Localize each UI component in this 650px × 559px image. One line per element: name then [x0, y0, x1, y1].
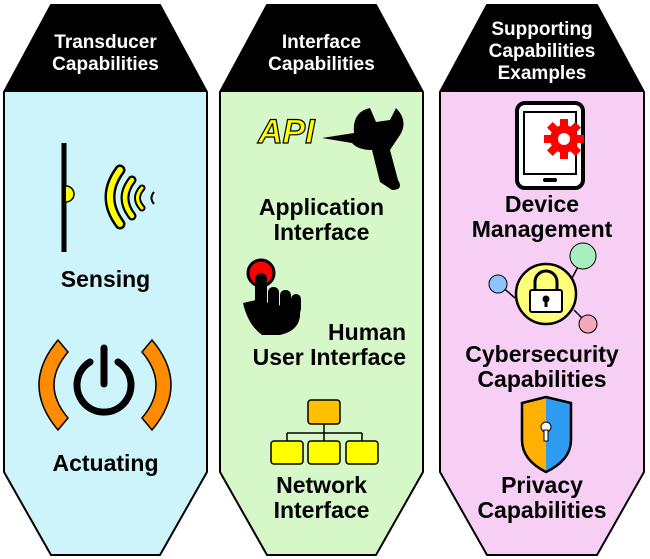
header-line: Capabilities	[268, 54, 375, 75]
device-management-label: Device Management	[440, 192, 644, 242]
shield-keyhole-icon	[520, 395, 573, 474]
privacy-label: Privacy Capabilities	[440, 473, 644, 523]
header-line: Capabilities	[52, 54, 159, 75]
api-wrench-icon: API	[256, 108, 404, 190]
label-line: Interface	[273, 497, 370, 523]
label-line: Sensing	[60, 266, 151, 292]
label-line: Actuating	[52, 450, 159, 476]
power-actuator-icon	[38, 338, 172, 432]
header-line: Examples	[497, 63, 587, 84]
supporting-header: Supporting Capabilities Examples	[440, 19, 644, 85]
api-text: API	[257, 113, 316, 151]
padlock-network-icon	[488, 242, 598, 334]
label-line: Management	[471, 216, 613, 242]
header-line: Interface	[281, 32, 362, 53]
human-user-interface-label: Human User Interface	[220, 320, 406, 370]
hand-button-icon	[243, 258, 301, 335]
label-line: Application	[258, 194, 385, 220]
label-line: Network	[276, 472, 367, 498]
label-line: Privacy	[501, 472, 583, 498]
label-line: Cybersecurity	[465, 341, 619, 367]
label-line: Capabilities	[477, 497, 607, 523]
label-line: Interface	[273, 219, 370, 245]
label-line: Device	[504, 191, 580, 217]
supporting-header-bg	[440, 5, 644, 92]
transducer-header-bg	[4, 5, 207, 92]
network-tree-icon	[270, 399, 379, 465]
sensing-label: Sensing	[4, 267, 207, 292]
transducer-header: Transducer Capabilities	[4, 32, 207, 76]
label-line: User Interface	[252, 344, 406, 370]
header-line: Supporting	[491, 19, 593, 40]
interface-header-bg	[220, 5, 423, 92]
label-line: Human	[328, 319, 406, 345]
label-line: Capabilities	[477, 366, 607, 392]
application-interface-label: Application Interface	[220, 195, 423, 245]
cybersecurity-label: Cybersecurity Capabilities	[440, 342, 644, 392]
interface-header: Interface Capabilities	[220, 32, 423, 76]
header-line: Transducer	[54, 32, 157, 53]
header-line: Capabilities	[488, 41, 596, 62]
network-interface-label: Network Interface	[220, 473, 423, 523]
tablet-gear-icon	[515, 101, 585, 190]
actuating-label: Actuating	[4, 451, 207, 476]
sensing-icon	[61, 143, 155, 252]
